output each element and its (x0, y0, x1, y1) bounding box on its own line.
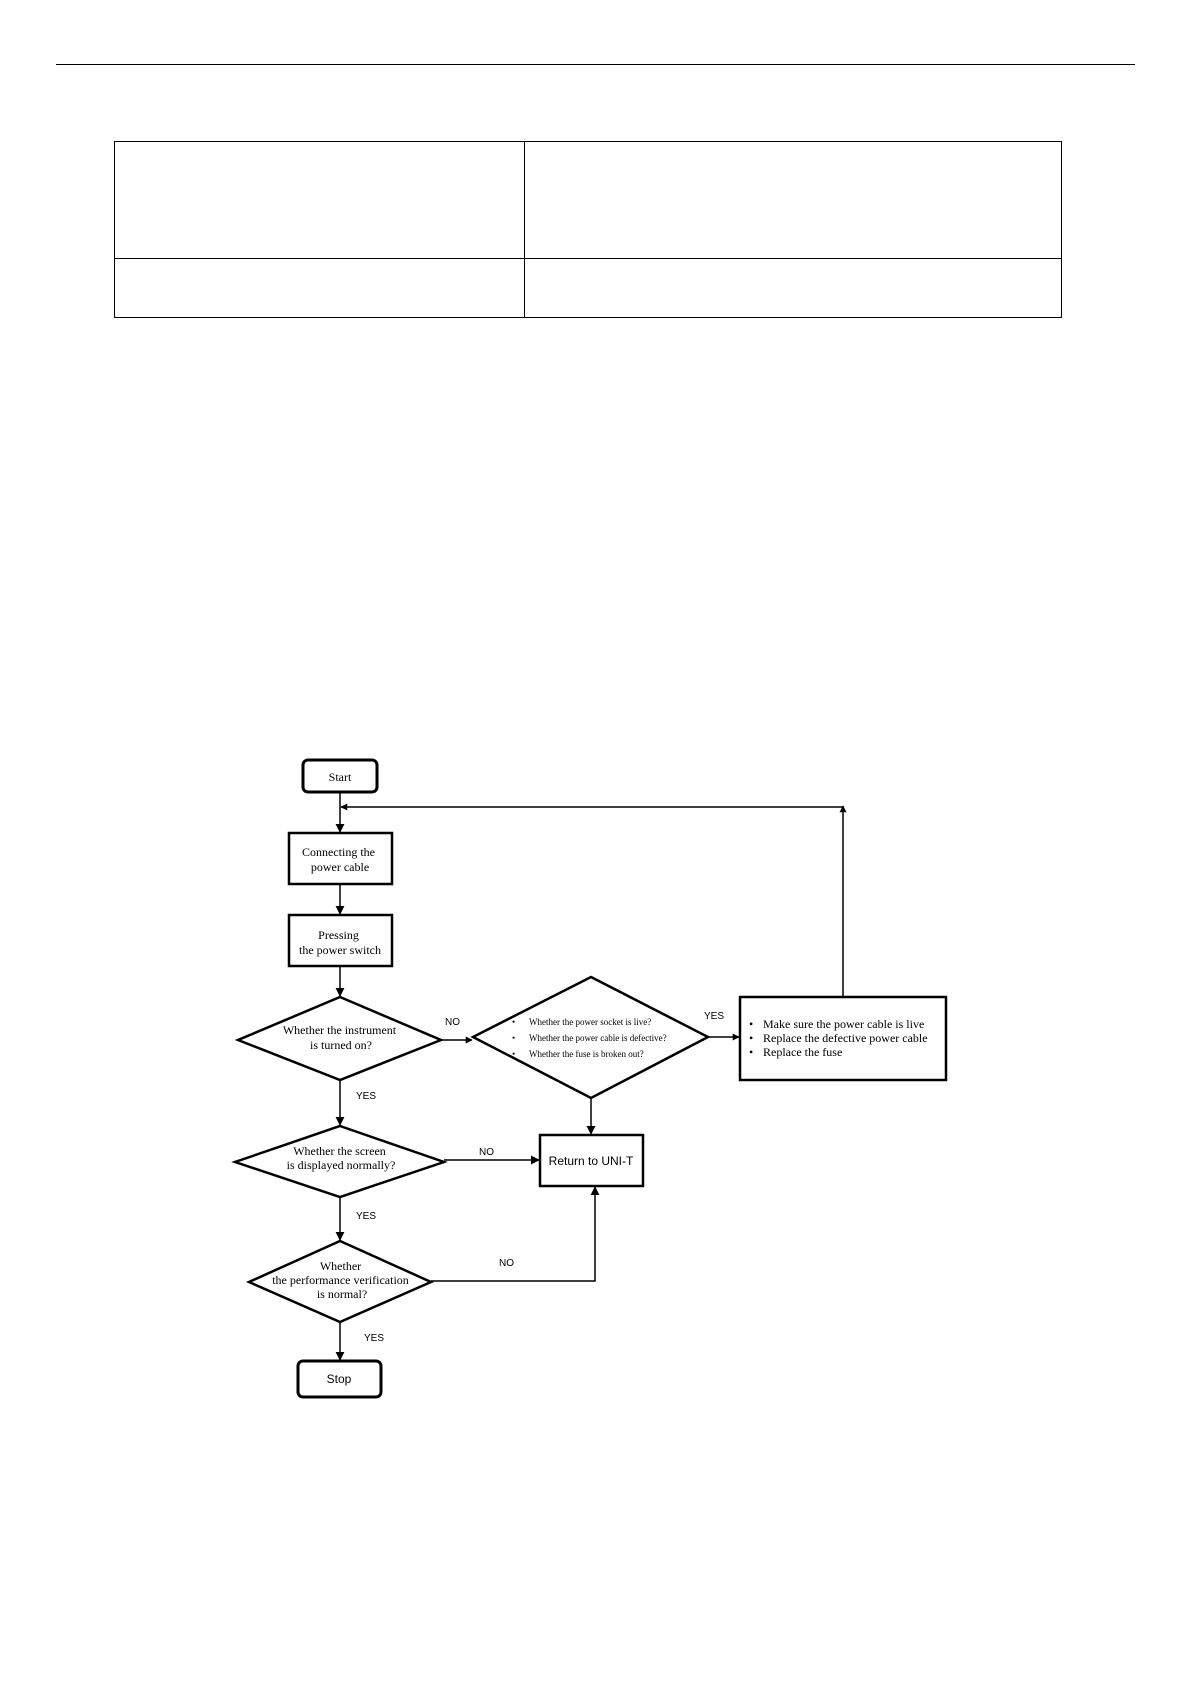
stop-terminal (296, 1359, 383, 1399)
label-no-performance: NO (499, 1258, 514, 1269)
header-rule (56, 64, 1135, 65)
table-row (114, 258, 1062, 318)
press-switch-label: Pressing the power switch (299, 928, 381, 957)
label-yes-performance: YES (364, 1333, 384, 1344)
start-label: Start (329, 770, 352, 784)
svg-text:•: • (512, 1049, 515, 1059)
blank-table (114, 141, 1062, 318)
return-uni-t-box (538, 1133, 645, 1188)
svg-text:•: • (749, 1045, 753, 1059)
connectors (335, 792, 847, 1361)
svg-text:Whether the power socket is li: Whether the power socket is live? (529, 1017, 651, 1027)
decision-screen-label: Whether the screen is displayed normally… (287, 1144, 396, 1172)
label-yes-screen: YES (356, 1211, 376, 1222)
arrow-performance-no (431, 1186, 600, 1282)
svg-text:•: • (512, 1033, 515, 1043)
svg-text:•: • (749, 1031, 753, 1045)
connect-cable-label: Connecting the power cable (302, 845, 378, 874)
table-cell (114, 141, 525, 259)
return-uni-t-label: Return to UNI-T (549, 1154, 634, 1168)
svg-text:•: • (749, 1017, 753, 1031)
svg-text:Make sure the power cable is l: Make sure the power cable is live (763, 1017, 924, 1031)
svg-text:Replace the defective power ca: Replace the defective power cable (763, 1031, 928, 1045)
label-no-screen: NO (479, 1147, 494, 1158)
table-cell (524, 258, 1062, 318)
actions-box (738, 995, 948, 1082)
label-yes-turned-on: YES (356, 1091, 376, 1102)
decision-performance-label: Whether the performance verification is … (272, 1259, 412, 1301)
table-row (114, 141, 1062, 259)
table-cell (114, 258, 525, 318)
decision-checks-list: • Whether the power socket is live? • Wh… (512, 1017, 667, 1059)
press-switch-box (287, 913, 394, 968)
svg-text:•: • (512, 1017, 515, 1027)
svg-text:Whether the power cable is def: Whether the power cable is defective? (529, 1033, 667, 1043)
stop-label: Stop (327, 1372, 352, 1386)
svg-text:Whether the fuse is broken out: Whether the fuse is broken out? (529, 1049, 644, 1059)
svg-text:Replace the fuse: Replace the fuse (763, 1045, 842, 1059)
label-no-turned-on: NO (445, 1017, 460, 1028)
label-yes-checks: YES (704, 1011, 724, 1022)
actions-list: • Make sure the power cable is live • Re… (749, 1017, 928, 1059)
decision-turned-on-label: Whether the instrument is turned on? (283, 1023, 399, 1052)
